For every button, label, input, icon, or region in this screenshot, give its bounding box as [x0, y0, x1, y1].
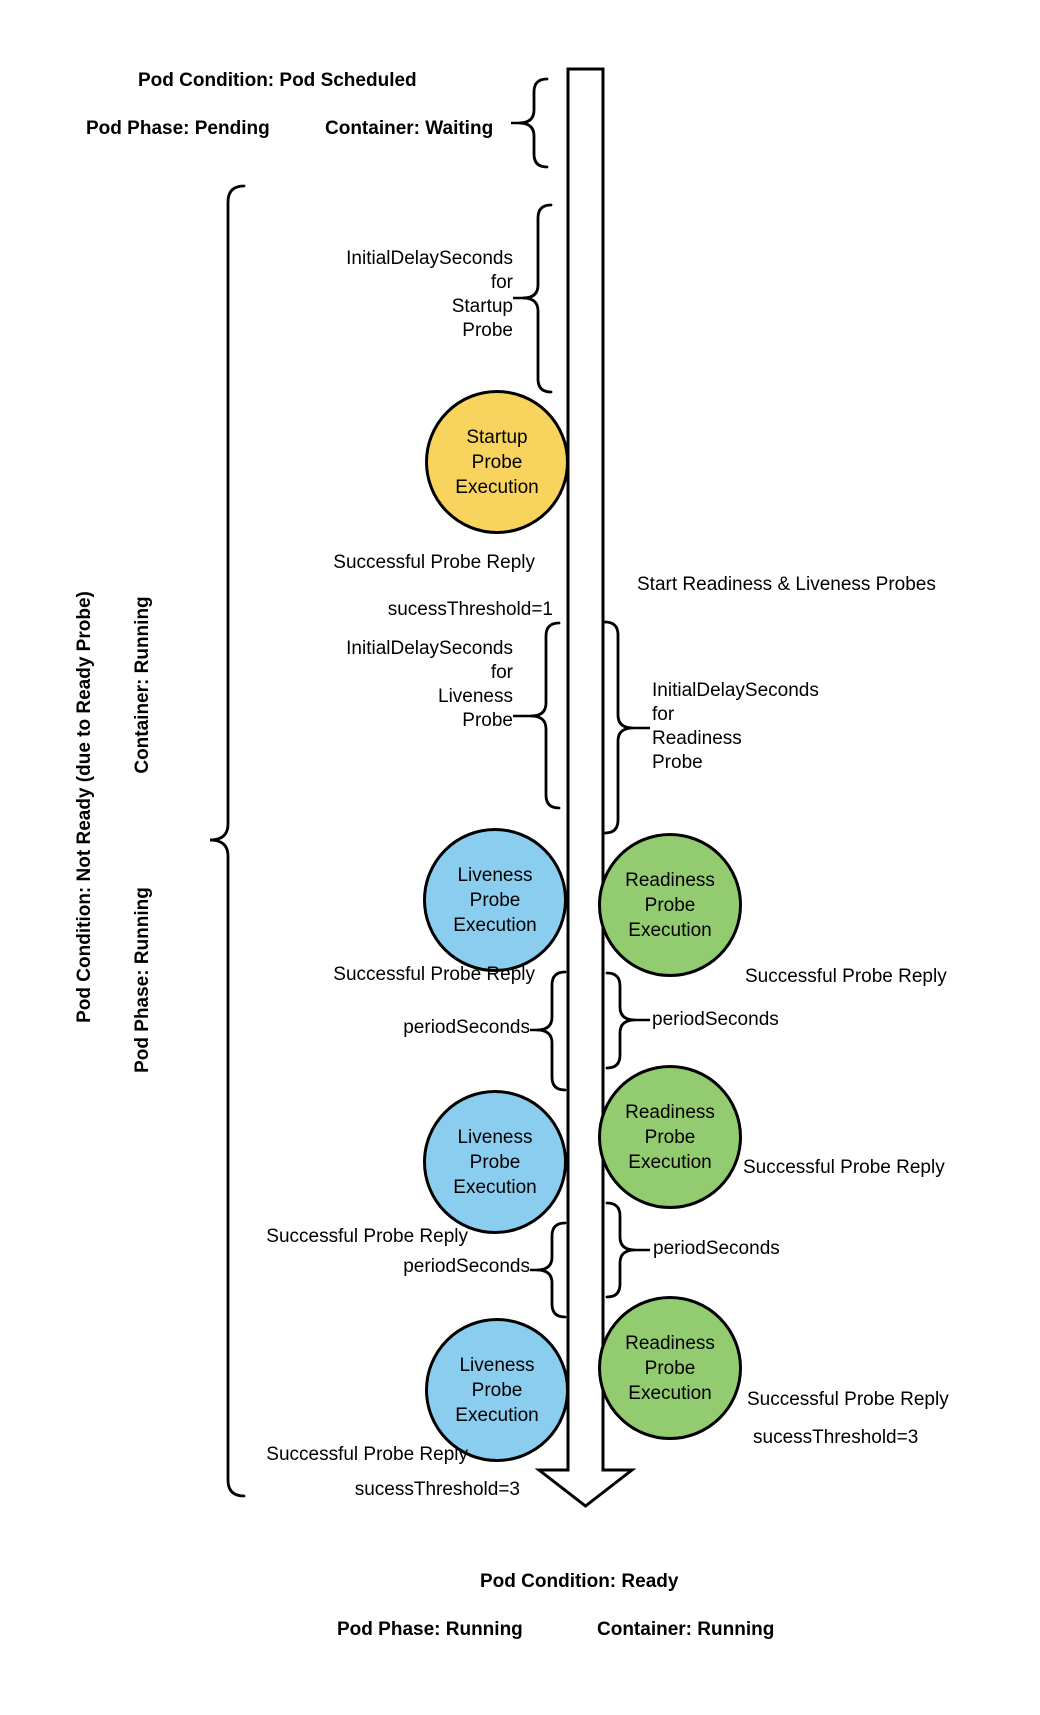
sidebar-pod-phase-running: Pod Phase: Running [132, 887, 153, 1073]
label-line: Execution [455, 1404, 539, 1426]
label-success-threshold-3-left: sucessThreshold=3 [354, 1479, 520, 1500]
label-initialdelay-startup: InitialDelaySeconds for Startup Probe [346, 247, 513, 343]
label-success-threshold-3-right: sucessThreshold=3 [753, 1427, 919, 1448]
label-success-threshold-1: sucessThreshold=1 [387, 599, 553, 620]
timeline-arrow [534, 67, 637, 1508]
label-line: Liveness [438, 686, 513, 707]
node-label: Readiness Probe Execution [625, 1100, 715, 1175]
label-successful-reply-liveness-1: Successful Probe Reply [333, 964, 535, 985]
label-line: Readiness [652, 728, 742, 749]
brace-periodseconds-right-1 [605, 971, 636, 1070]
label-start-readiness-liveness: Start Readiness & Liveness Probes [637, 574, 936, 595]
brace-container-waiting [518, 77, 549, 169]
label-line: Execution [453, 914, 537, 936]
label-successful-reply-readiness-3: Successful Probe Reply [747, 1389, 949, 1410]
label-line: for [652, 704, 675, 725]
label-successful-reply-readiness-2: Successful Probe Reply [743, 1157, 945, 1178]
label-line: Readiness [625, 1332, 715, 1354]
label-line: Probe [462, 710, 513, 731]
label-successful-reply-readiness-1: Successful Probe Reply [745, 966, 947, 987]
node-label: Readiness Probe Execution [625, 868, 715, 943]
node-label: Liveness Probe Execution [453, 863, 536, 938]
label-line: Execution [628, 1382, 712, 1404]
label-line: for [490, 662, 513, 683]
node-label: Readiness Probe Execution [625, 1331, 715, 1406]
brace-periodseconds-right-2 [605, 1201, 636, 1299]
label-line: Startup [466, 426, 528, 448]
header-container-waiting: Container: Waiting [325, 118, 494, 139]
node-label: Liveness Probe Execution [455, 1353, 538, 1428]
label-line: Probe [644, 1357, 696, 1379]
label-line: Liveness [459, 1354, 535, 1376]
brace-periodseconds-left-1 [536, 970, 567, 1092]
label-line: Probe [471, 451, 523, 473]
sidebar-pod-condition-not-ready: Pod Condition: Not Ready (due to Ready P… [74, 591, 95, 1023]
label-periodseconds-readiness-2: periodSeconds [653, 1238, 780, 1259]
label-line: Execution [453, 1176, 537, 1198]
brace-initialdelay-startup [522, 203, 553, 394]
label-line: Probe [644, 1126, 696, 1148]
footer-pod-condition-ready: Pod Condition: Ready [480, 1571, 679, 1592]
label-line: Liveness [457, 864, 533, 886]
readiness-probe-execution-node-1: Readiness Probe Execution [598, 833, 742, 977]
node-label: Startup Probe Execution [455, 425, 538, 500]
brace-not-ready-span [209, 184, 246, 1498]
label-line: InitialDelaySeconds [346, 638, 513, 659]
label-line: Probe [644, 894, 696, 916]
label-line: Execution [628, 919, 712, 941]
label-line: Probe [471, 1379, 523, 1401]
label-line: Execution [628, 1151, 712, 1173]
brace-initialdelay-readiness [603, 620, 634, 835]
liveness-probe-execution-node-1: Liveness Probe Execution [423, 828, 567, 972]
label-line: Readiness [625, 869, 715, 891]
startup-probe-execution-node: Startup Probe Execution [425, 390, 569, 534]
readiness-probe-execution-node-3: Readiness Probe Execution [598, 1296, 742, 1440]
label-successful-reply-startup: Successful Probe Reply [333, 552, 535, 573]
brace-periodseconds-left-2 [536, 1221, 567, 1319]
node-label: Liveness Probe Execution [453, 1125, 536, 1200]
label-line: Execution [455, 476, 539, 498]
label-periodseconds-readiness-1: periodSeconds [652, 1009, 779, 1030]
label-line: Probe [652, 752, 703, 773]
label-periodseconds-liveness-2: periodSeconds [403, 1256, 530, 1277]
liveness-probe-execution-node-3: Liveness Probe Execution [425, 1318, 569, 1462]
header-pod-phase-pending: Pod Phase: Pending [86, 118, 270, 139]
label-line: Probe [469, 1151, 521, 1173]
label-line: Startup [451, 296, 513, 317]
label-line: Probe [469, 889, 521, 911]
label-line: Probe [462, 320, 513, 341]
label-line: Liveness [457, 1126, 533, 1148]
label-periodseconds-liveness-1: periodSeconds [403, 1017, 530, 1038]
label-successful-reply-liveness-3: Successful Probe Reply [266, 1444, 468, 1465]
sidebar-container-running: Container: Running [132, 596, 153, 774]
brace-initialdelay-liveness [530, 621, 561, 810]
footer-container-running: Container: Running [597, 1619, 775, 1640]
label-initialdelay-readiness: InitialDelaySeconds for Readiness Probe [652, 679, 819, 775]
label-line: for [490, 272, 513, 293]
footer-pod-phase-running: Pod Phase: Running [337, 1619, 523, 1640]
label-line: InitialDelaySeconds [652, 680, 819, 701]
label-successful-reply-liveness-2: Successful Probe Reply [266, 1226, 468, 1247]
label-line: InitialDelaySeconds [346, 248, 513, 269]
readiness-probe-execution-node-2: Readiness Probe Execution [598, 1065, 742, 1209]
label-initialdelay-liveness: InitialDelaySeconds for Liveness Probe [346, 637, 513, 733]
header-pod-condition-scheduled: Pod Condition: Pod Scheduled [138, 70, 417, 91]
label-line: Readiness [625, 1101, 715, 1123]
liveness-probe-execution-node-2: Liveness Probe Execution [423, 1090, 567, 1234]
